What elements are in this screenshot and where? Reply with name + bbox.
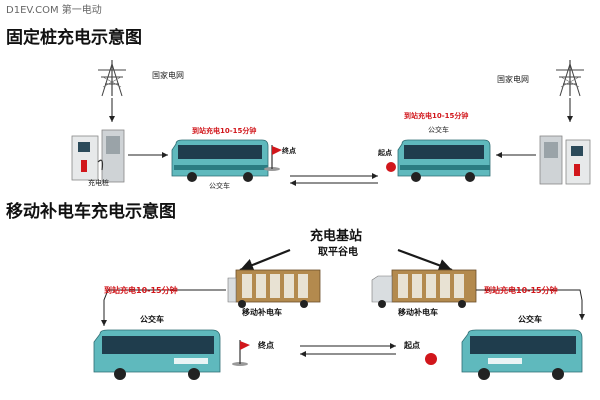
start-label-top: 起点 <box>378 149 392 157</box>
bus-bottom-right <box>461 329 583 380</box>
bus-label-right: 公交车 <box>428 126 449 134</box>
base-station-sub: 取平谷电 <box>318 247 358 258</box>
charging-pile-left <box>71 129 125 183</box>
truck-label-left: 移动补电车 <box>242 308 282 317</box>
charge-note-right: 到站充电10-15分钟 <box>404 112 469 120</box>
charge-note-mobile-left: 到站充电10-15分钟 <box>104 286 178 295</box>
charging-pile-right <box>539 135 591 185</box>
start-label-bottom: 起点 <box>404 341 420 350</box>
bus-bottom-left <box>93 329 221 380</box>
base-to-truck-arrows <box>239 248 453 272</box>
watermark: D1EV.COM 第一电动 <box>6 5 102 16</box>
mobile-charger-truck-right <box>371 269 477 308</box>
bus-top-left <box>171 139 269 182</box>
power-pylon-right-icon <box>556 60 584 97</box>
grid-label-right: 国家电网 <box>497 75 529 84</box>
bus-label-left: 公交车 <box>209 182 230 190</box>
grid-label-left: 国家电网 <box>152 71 184 80</box>
shuttle-arrows-top <box>290 173 378 186</box>
end-flag-bottom-icon <box>232 340 250 366</box>
section-title-fixed: 固定桩充电示意图 <box>6 28 142 48</box>
section-title-mobile: 移动补电车充电示意图 <box>6 202 176 222</box>
bus-label-mobile-left: 公交车 <box>140 315 164 324</box>
shuttle-arrows-bottom <box>300 343 396 357</box>
start-point-icon <box>386 162 396 172</box>
start-point-bottom-icon <box>425 353 437 365</box>
bus-top-right <box>397 139 491 182</box>
base-station-title: 充电基站 <box>310 229 363 244</box>
bus-label-mobile-right: 公交车 <box>518 315 542 324</box>
charge-note-left: 到站充电10-15分钟 <box>192 127 257 135</box>
charge-note-mobile-right: 到站充电10-15分钟 <box>484 286 558 295</box>
end-label-bottom: 终点 <box>258 341 274 350</box>
power-pylon-left-icon <box>98 60 126 97</box>
truck-label-right: 移动补电车 <box>398 308 438 317</box>
mobile-charger-truck-left <box>227 269 321 308</box>
end-flag-icon <box>264 145 282 171</box>
truck-to-bus-arrows <box>101 289 585 326</box>
pile-label: 充电桩 <box>88 179 109 187</box>
end-label-top: 终点 <box>282 147 296 155</box>
